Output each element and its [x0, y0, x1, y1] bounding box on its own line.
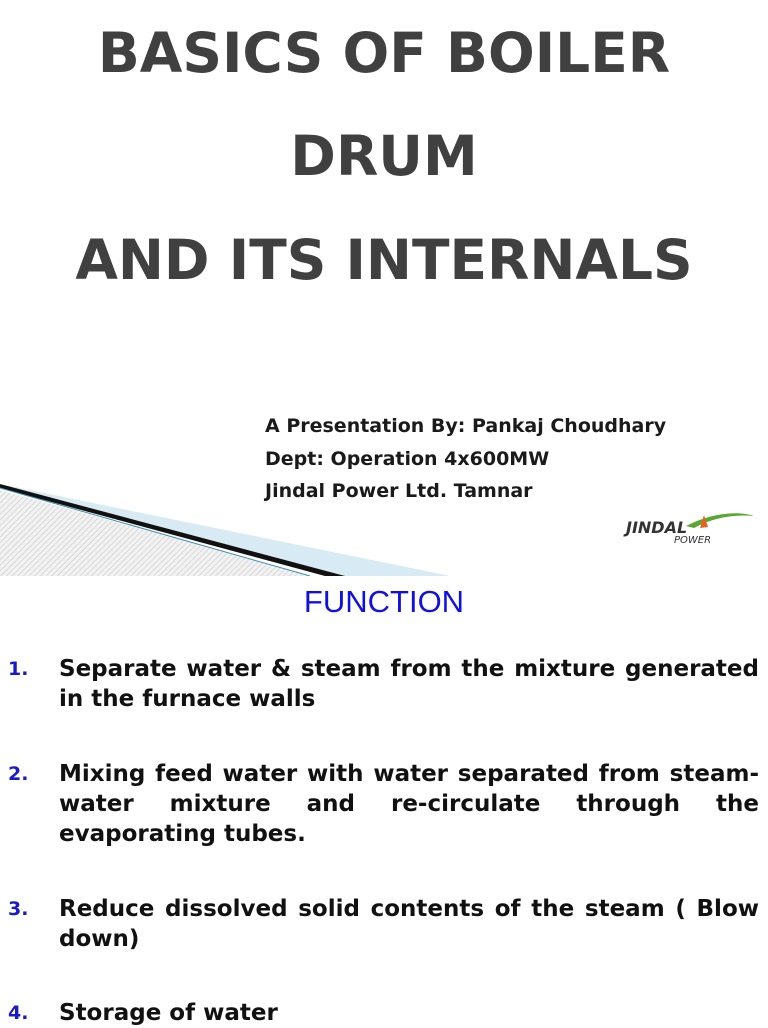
list-item-number: 1. [8, 658, 29, 680]
list-item-number: 2. [8, 763, 29, 785]
list-item-number: 4. [8, 1002, 29, 1024]
jindal-power-logo: JINDAL POWER [614, 506, 766, 552]
list-item-text: Storage of water [59, 1000, 278, 1026]
list-item-text: Mixing feed water with water separated f… [59, 761, 759, 847]
title-line-3: AND ITS INTERNALS [75, 228, 693, 292]
department-line: Dept: Operation 4x600MW [265, 447, 550, 470]
presenter-line: A Presentation By: Pankaj Choudhary [265, 415, 667, 437]
function-slide: FUNCTION 1. Separate water & steam from … [0, 576, 768, 1026]
decorative-swoosh [0, 484, 450, 576]
list-item-number: 3. [8, 898, 29, 920]
list-item-text: Reduce dissolved solid contents of the s… [59, 896, 759, 952]
title-line-1: BASICS OF BOILER [97, 21, 671, 85]
logo-sub-text: POWER [674, 535, 712, 546]
company-line: Jindal Power Ltd. Tamnar [265, 480, 533, 502]
function-heading: FUNCTION [303, 584, 465, 619]
logo-swoosh-icon [686, 513, 754, 528]
list-item-text: Separate water & steam from the mixture … [59, 656, 759, 712]
author-block: A Presentation By: Pankaj Choudhary Dept… [265, 410, 666, 508]
title-line-2: DRUM [290, 124, 478, 188]
title-slide: BASICS OF BOILER DRUM AND ITS INTERNALS … [0, 21, 766, 576]
logo-brand-text: JINDAL [626, 518, 688, 537]
